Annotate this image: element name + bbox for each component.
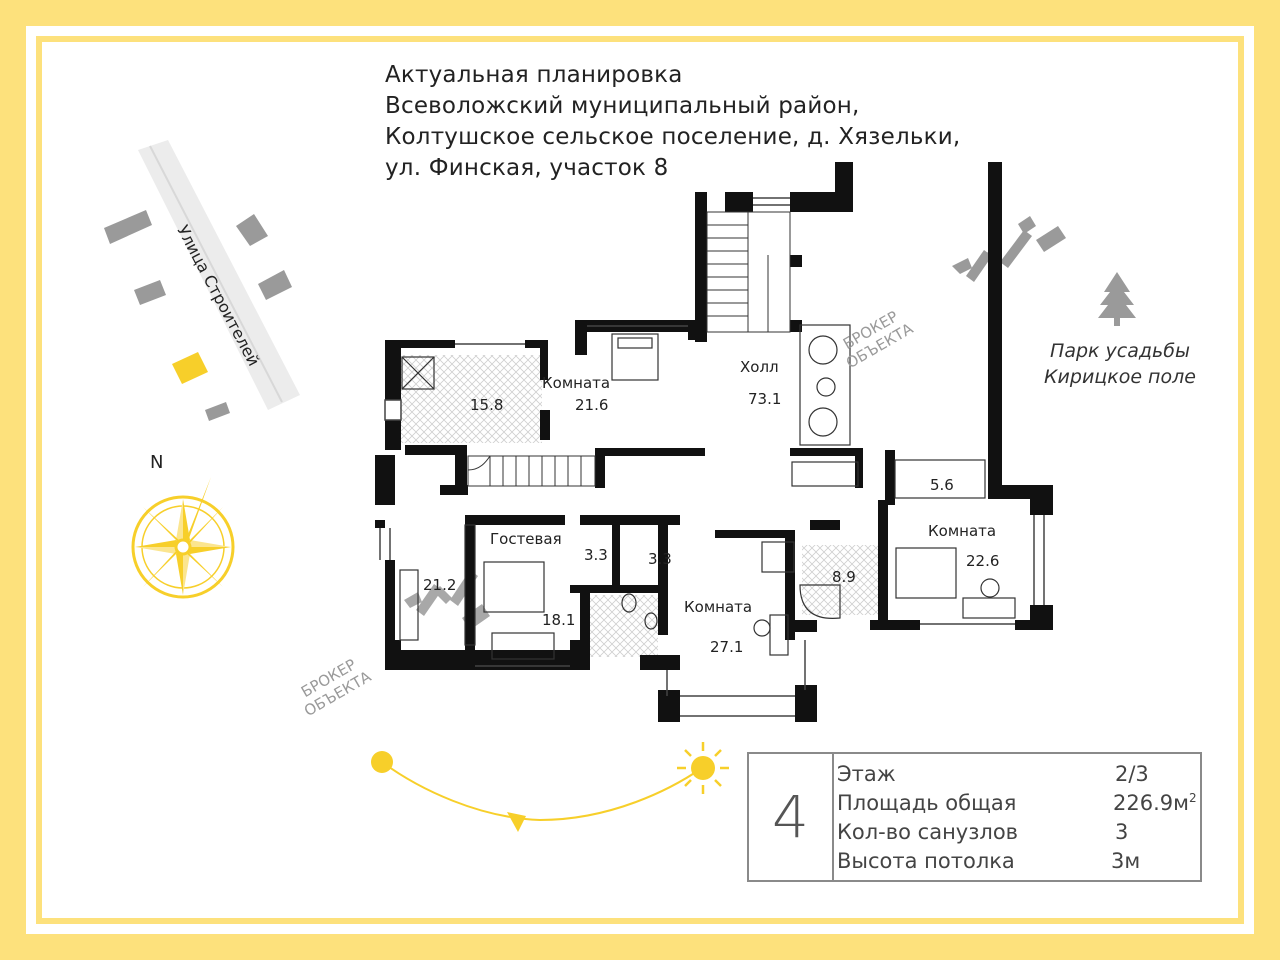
title-line-3: Колтушское сельское поселение, д. Хязель… — [385, 124, 961, 150]
room-area-27-1: 27.1 — [710, 638, 744, 656]
room-area-18-1: 18.1 — [542, 611, 576, 629]
apartment-number: 4 — [749, 754, 834, 880]
info-value: 2/3 — [1115, 762, 1149, 786]
info-label: Площадь общая — [837, 791, 1017, 815]
room-area-3-3-a: 3.3 — [584, 546, 608, 564]
guest-label: Гостевая — [490, 530, 562, 548]
title-line-1: Актуальная планировка — [385, 62, 683, 88]
info-label: Этаж — [837, 762, 896, 786]
tiled-floors — [400, 355, 878, 657]
room-area-15-8: 15.8 — [470, 396, 504, 414]
info-value: 226.9м — [1113, 791, 1189, 815]
room-area-22-6: 22.6 — [966, 552, 1000, 570]
street-strip — [138, 140, 300, 410]
stairs — [467, 211, 791, 487]
room-area-21-2: 21.2 — [423, 576, 457, 594]
tree-icon — [1098, 272, 1136, 326]
room-area-8-9: 8.9 — [832, 568, 856, 586]
sun-path — [371, 751, 703, 832]
header-title: Актуальная планировка Всеволожский муниц… — [385, 60, 960, 184]
info-label: Кол-во санузлов — [837, 820, 1019, 844]
neighbour-buildings — [104, 210, 292, 421]
walls — [375, 162, 1053, 722]
compass-icon — [131, 477, 235, 599]
info-row-ceiling: Высота потолка 3м — [837, 849, 1197, 878]
park-label: Парк усадьбы Кирицкое поле — [1020, 338, 1220, 390]
room-label-bottom: Комната — [684, 598, 753, 616]
watermark-logo — [952, 216, 1066, 282]
park-line-2: Кирицкое поле — [1044, 366, 1196, 388]
north-label: N — [150, 452, 164, 473]
info-table: 4 Этаж 2/3 Площадь общая 226.9м2 Кол-во … — [747, 752, 1202, 882]
info-label: Высота потолка — [837, 849, 1015, 873]
frame-inner — [26, 26, 1254, 934]
sun-icon — [677, 742, 729, 794]
room-area-3-3-b: 3.3 — [648, 550, 672, 568]
info-value: 3 — [1115, 820, 1129, 844]
title-line-4: ул. Финская, участок 8 — [385, 155, 669, 181]
room-label-top: Комната — [542, 374, 611, 392]
room-label-right: Комната — [928, 522, 997, 540]
hall-label: Холл — [740, 358, 779, 376]
info-row-area: Площадь общая 226.9м2 — [837, 791, 1197, 820]
room-area-21-6: 21.6 — [575, 396, 609, 414]
park-line-1: Парк усадьбы — [1050, 340, 1190, 362]
room-area-5-6: 5.6 — [930, 476, 954, 494]
room-area-73-1: 73.1 — [748, 390, 782, 408]
info-row-floor: Этаж 2/3 — [837, 762, 1197, 791]
furniture — [399, 324, 1016, 660]
info-row-bathrooms: Кол-во санузлов 3 — [837, 820, 1197, 849]
title-line-2: Всеволожский муниципальный район, — [385, 93, 860, 119]
info-value-sup: 2 — [1188, 791, 1197, 805]
info-value-area: 226.9м2 — [1113, 791, 1197, 815]
info-value: 3м — [1111, 849, 1141, 873]
frame-border — [36, 36, 1244, 924]
target-building — [172, 352, 208, 384]
window-lines — [379, 197, 1045, 717]
